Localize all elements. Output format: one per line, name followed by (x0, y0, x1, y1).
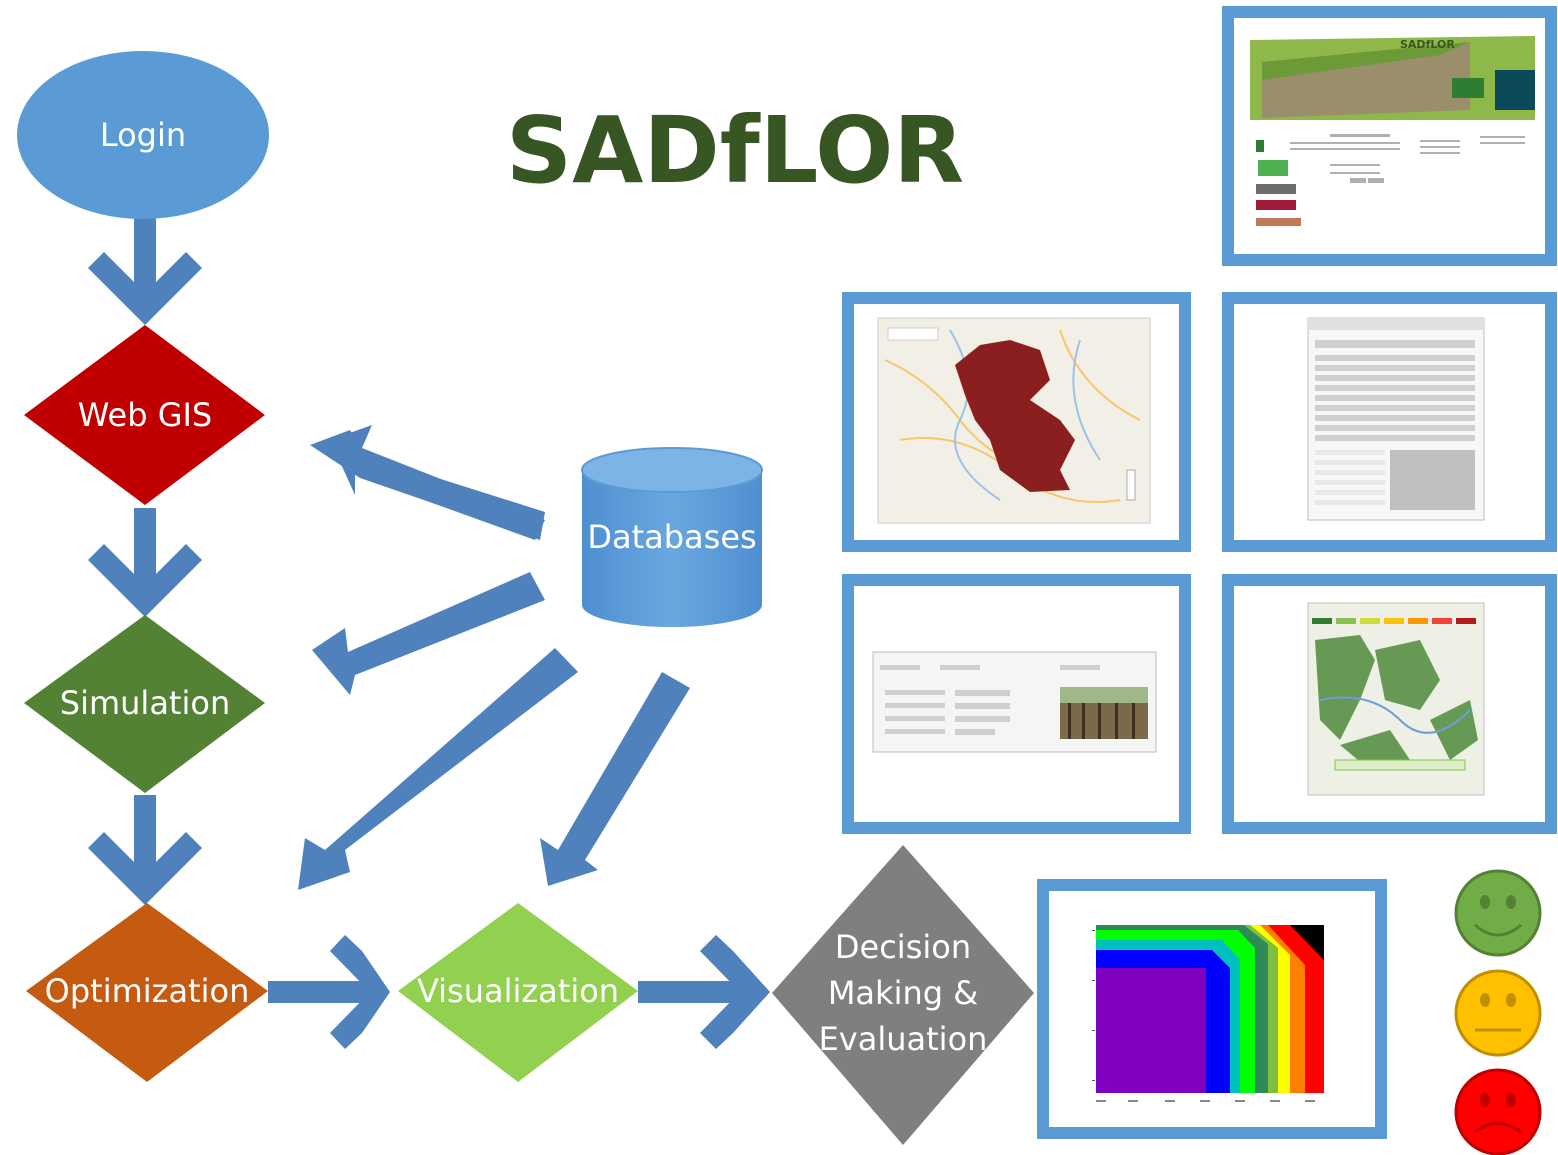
arrow-databases-to-webgis (310, 425, 545, 540)
sad-face-icon (1454, 1068, 1542, 1155)
optimization-label: Optimization (45, 972, 250, 1010)
arrow-databases-to-simulation (312, 572, 545, 695)
decision-label-line3: Evaluation (819, 1020, 988, 1058)
visualization-map-screenshot (1222, 574, 1557, 834)
login-node: Login (17, 51, 269, 219)
webgis-map-screenshot (842, 292, 1191, 552)
optimization-node: Optimization (26, 903, 268, 1082)
simulation-form-screenshot (1222, 292, 1557, 552)
arrow-simulation-to-optimization (88, 795, 202, 905)
arrow-visualization-to-decision (638, 935, 770, 1049)
arrow-databases-to-visualization (540, 672, 690, 886)
parameters-form-screenshot (842, 574, 1191, 834)
neutral-face-icon (1454, 969, 1542, 1057)
login-page-banner-title: SADfLOR (1400, 38, 1455, 51)
flow-arrows (88, 215, 770, 1049)
visualization-label: Visualization (417, 972, 619, 1010)
webgis-label: Web GIS (78, 396, 212, 434)
decision-node: Decision Making & Evaluation (772, 845, 1034, 1145)
databases-node: Databases (581, 447, 763, 627)
arrow-databases-to-optimization (298, 648, 578, 890)
arrow-optimization-to-visualization (268, 935, 390, 1049)
login-label: Login (100, 116, 186, 154)
diagram-title: SADfLOR (506, 97, 964, 204)
decision-label-line1: Decision (835, 928, 971, 966)
simulation-node: Simulation (24, 615, 265, 793)
evaluation-chart-screenshot (1037, 879, 1387, 1139)
arrow-login-to-webgis (88, 215, 202, 325)
visualization-node: Visualization (398, 903, 638, 1082)
happy-face-icon (1454, 869, 1542, 957)
webgis-node: Web GIS (24, 325, 265, 505)
arrow-webgis-to-simulation (88, 508, 202, 617)
simulation-label: Simulation (60, 684, 230, 722)
login-page-screenshot: SADfLOR (1222, 6, 1557, 266)
decision-label-line2: Making & (828, 974, 978, 1012)
databases-label: Databases (587, 518, 756, 556)
